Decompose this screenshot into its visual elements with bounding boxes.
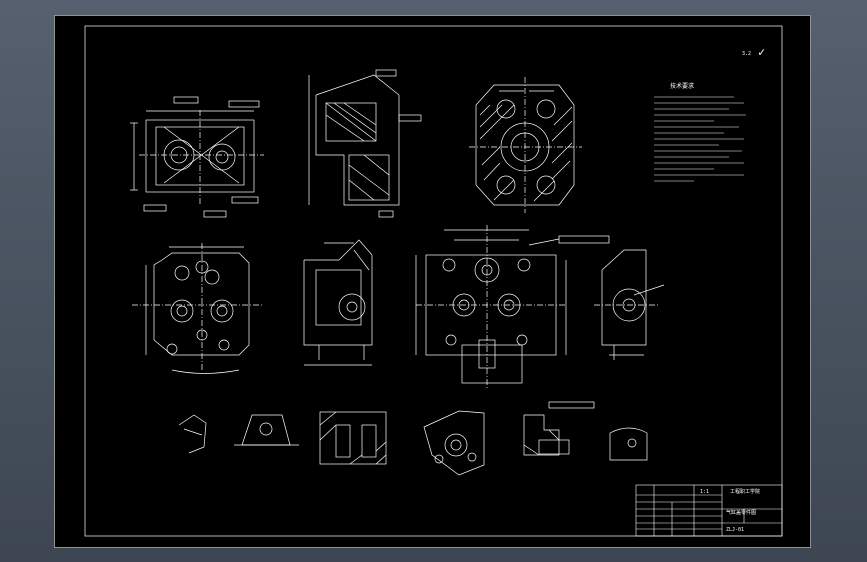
tech-requirements: 技术要求 bbox=[654, 82, 746, 182]
view-mid-right bbox=[594, 249, 665, 360]
view-top-left bbox=[130, 96, 264, 218]
roughness-check-icon: ✓ bbox=[758, 45, 765, 59]
scale-label: 1:1 bbox=[700, 489, 709, 495]
view-top-right-section bbox=[469, 77, 582, 213]
roughness-label: 3.2 bbox=[742, 51, 751, 57]
drawing-sheet: 3.2 ✓ bbox=[54, 15, 811, 548]
view-mid-section-a bbox=[303, 239, 373, 366]
tech-title: 技术要求 bbox=[670, 82, 694, 90]
view-mid-left bbox=[132, 243, 264, 374]
drawing-frame bbox=[84, 25, 783, 537]
outer-border bbox=[54, 15, 811, 548]
school-label: 工程职工学院 bbox=[730, 488, 760, 495]
detail-views bbox=[178, 401, 648, 476]
drawing-no-label: ZLJ-01 bbox=[726, 527, 744, 533]
drawing-canvas: 3.2 ✓ bbox=[54, 15, 811, 548]
view-mid-center bbox=[415, 225, 610, 390]
title-block: 1:1 工程职工学院 气缸盖零件图 ZLJ-01 bbox=[635, 484, 783, 537]
drawing-name-label: 气缸盖零件图 bbox=[726, 509, 756, 516]
view-top-section bbox=[308, 69, 422, 218]
